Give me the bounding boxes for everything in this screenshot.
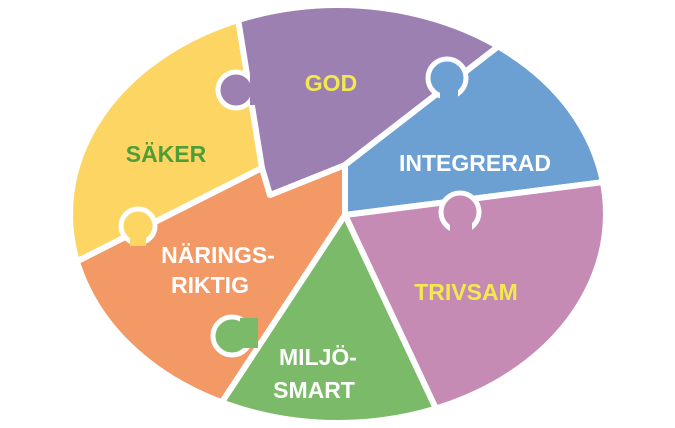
label-god: GOD xyxy=(305,70,357,96)
label-miljosmart-line2: SMART xyxy=(273,377,355,403)
piece-miljosmart xyxy=(202,212,448,421)
knob-god xyxy=(215,69,257,111)
label-naringsriktig-line2: RIKTIG xyxy=(171,272,249,298)
label-naringsriktig-line1: NÄRINGS- xyxy=(161,242,275,268)
label-trivsam: TRIVSAM xyxy=(414,279,518,305)
label-miljosmart-line1: MILJÖ- xyxy=(279,344,357,370)
label-saker: SÄKER xyxy=(126,141,207,167)
label-integrerad: INTEGRERAD xyxy=(399,150,551,176)
